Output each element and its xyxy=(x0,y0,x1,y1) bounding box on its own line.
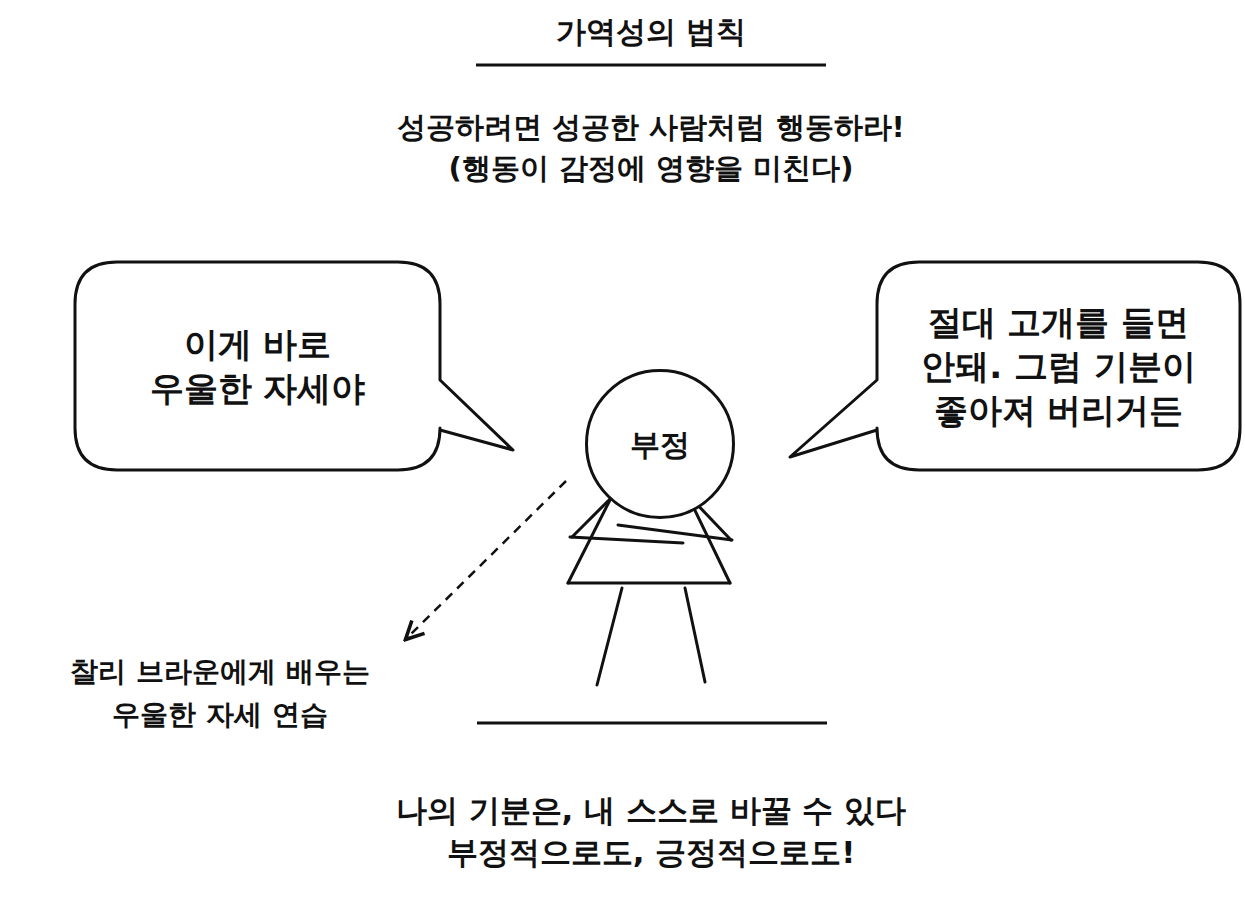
leader-arrow xyxy=(407,481,566,638)
node-text: 이게 바로 우울한 자세야 xyxy=(133,322,383,410)
subtitle: 성공하려면 성공한 사람처럼 행동하라! xyxy=(301,105,1001,150)
caption: 나의 기분은, 내 스스로 바꿀 수 있다 부정적으로도, 긍정적으로도! xyxy=(376,790,926,874)
title: 가역성의 법칙 xyxy=(426,14,876,50)
speech-bubble: 절대 고개를 들면 안돼. 그럼 기분이 좋아져 버리거든 xyxy=(877,262,1240,470)
node-text: 부정 xyxy=(605,425,715,464)
caption-rule xyxy=(477,722,827,725)
speech-bubble: 이게 바로 우울한 자세야 xyxy=(75,262,440,470)
stick-figure xyxy=(568,496,732,685)
head-circle: 부정 xyxy=(585,369,735,519)
subtitle-note: (행동이 감정에 영향을 미친다) xyxy=(301,146,1001,191)
title-rule xyxy=(476,64,826,67)
arrow-label: 찰리 브라운에게 배우는 우울한 자세 연습 xyxy=(50,650,390,737)
bubble-outline xyxy=(75,262,440,470)
node-text: 절대 고개를 들면 안돼. 그럼 기분이 좋아져 버리거든 xyxy=(909,300,1209,433)
